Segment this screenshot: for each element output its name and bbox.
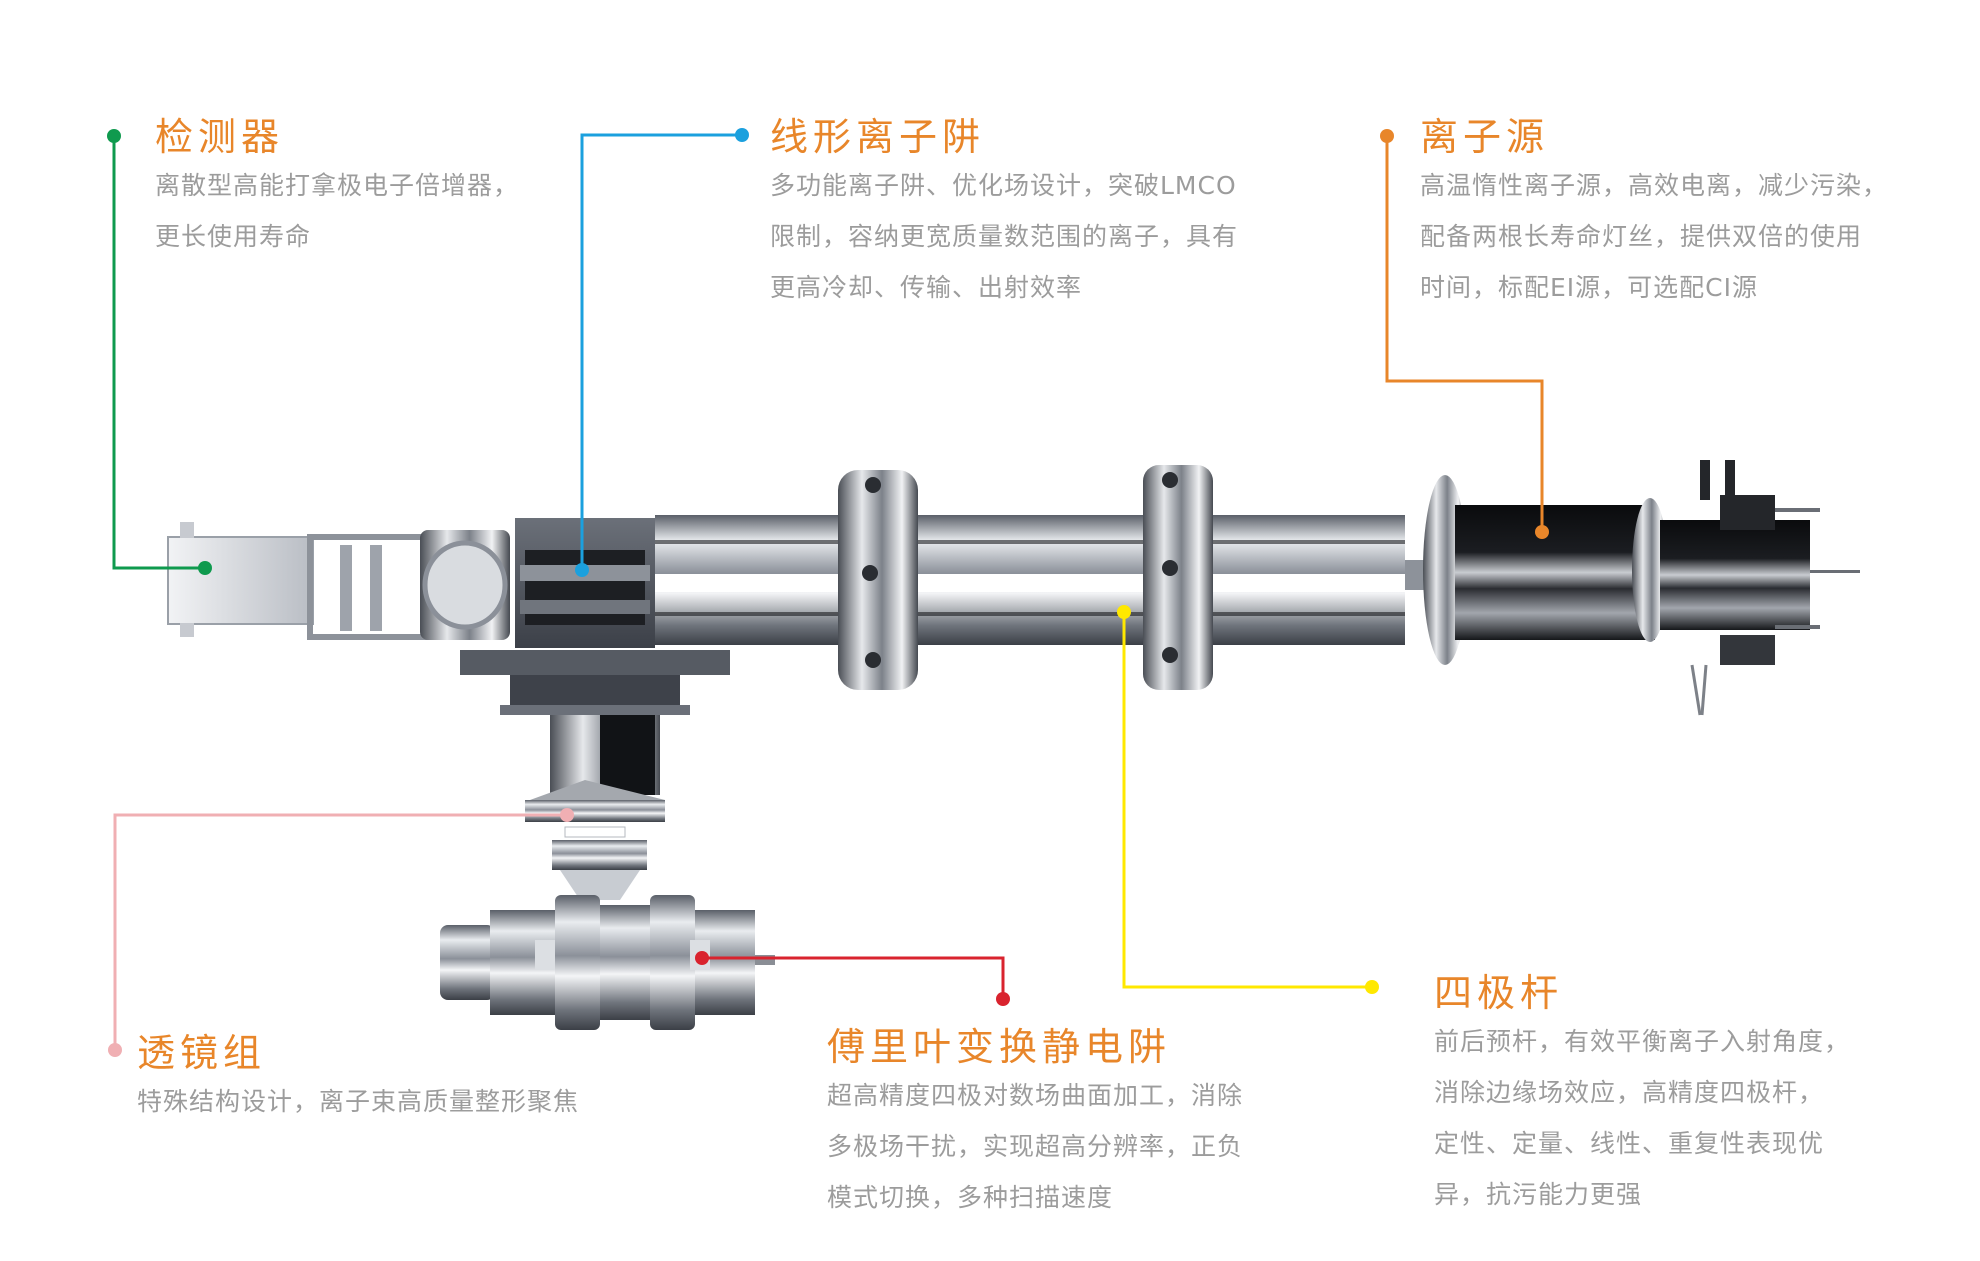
ion-trap-title: 线形离子阱 xyxy=(770,115,986,159)
fourier-desc-line: 多极场干扰，实现超高分辨率，正负 xyxy=(827,1132,1244,1161)
lens-desc-line: 特殊结构设计，离子束高质量整形聚焦 xyxy=(137,1087,580,1116)
ion-trap-callout: 线形离子阱 多功能离子阱、优化场设计，突破LMCO 限制，容纳更宽质量数范围的离… xyxy=(770,114,1238,313)
fourier-dot-end xyxy=(996,992,1010,1006)
detector-callout: 检测器 离散型高能打拿极电子倍增器， 更长使用寿命 xyxy=(155,114,519,262)
lens-callout: 透镜组 特殊结构设计，离子束高质量整形聚焦 xyxy=(137,1030,579,1127)
quadrupole-title: 四极杆 xyxy=(1434,971,1564,1015)
quadrupole-desc-line: 异，抗污能力更强 xyxy=(1434,1180,1643,1209)
fourier-trap-part xyxy=(440,895,775,1030)
ion-trap-desc-line: 多功能离子阱、优化场设计，突破LMCO xyxy=(770,171,1237,200)
lens-leader-line xyxy=(113,813,567,1050)
ion-source-desc-line: 配备两根长寿命灯丝，提供双倍的使用 xyxy=(1420,222,1863,251)
ion-source-dot-target xyxy=(1535,525,1549,539)
ion-source-desc-line: 时间，标配EI源，可选配CI源 xyxy=(1420,273,1758,302)
fourier-desc-line: 超高精度四极对数场曲面加工，消除 xyxy=(827,1081,1244,1110)
ion-source-callout: 离子源 高温惰性离子源，高效电离，减少污染， 配备两根长寿命灯丝，提供双倍的使用… xyxy=(1420,114,1888,313)
fourier-leader-line xyxy=(702,956,1005,999)
ion-source-part xyxy=(1423,460,1860,716)
fourier-title: 傅里叶变换静电阱 xyxy=(827,1025,1172,1069)
quadrupole-leader-line xyxy=(1122,612,1372,989)
detector-dot-top xyxy=(107,129,121,143)
ion-source-leader-line xyxy=(1385,136,1544,532)
lens-title: 透镜组 xyxy=(137,1031,267,1075)
detector-dot-target xyxy=(198,561,212,575)
ion-trap-part xyxy=(460,518,730,715)
lens-dot-target xyxy=(560,808,574,822)
lens-stack-part xyxy=(525,715,665,900)
ion-trap-dot-top xyxy=(735,128,749,142)
quadrupole-dot-target xyxy=(1117,605,1131,619)
ion-trap-leader-line xyxy=(580,133,742,570)
quadrupole-desc-line: 消除边缘场效应，高精度四极杆， xyxy=(1434,1078,1825,1107)
ion-source-dot-top xyxy=(1380,129,1394,143)
ion-trap-desc-line: 限制，容纳更宽质量数范围的离子，具有 xyxy=(770,222,1239,251)
ion-trap-dot-target xyxy=(575,563,589,577)
detector-part xyxy=(167,522,510,640)
ion-trap-desc-line: 更高冷却、传输、出射效率 xyxy=(770,273,1083,302)
fourier-dot-target xyxy=(695,951,709,965)
quadrupole-callout: 四极杆 前后预杆，有效平衡离子入射角度， 消除边缘场效应，高精度四极杆， 定性、… xyxy=(1434,970,1850,1220)
support-rings xyxy=(838,465,1213,690)
detector-desc-line: 更长使用寿命 xyxy=(155,222,312,251)
detector-desc-line: 离散型高能打拿极电子倍增器， xyxy=(155,171,520,200)
ion-source-title: 离子源 xyxy=(1420,115,1550,159)
detector-leader-line xyxy=(112,136,205,570)
quadrupole-desc-line: 定性、定量、线性、重复性表现优 xyxy=(1434,1129,1825,1158)
fourier-callout: 傅里叶变换静电阱 超高精度四极对数场曲面加工，消除 多极场干扰，实现超高分辨率，… xyxy=(827,1024,1243,1223)
detector-title: 检测器 xyxy=(155,115,285,159)
ion-source-desc-line: 高温惰性离子源，高效电离，减少污染， xyxy=(1420,171,1889,200)
quadrupole-dot-end xyxy=(1365,980,1379,994)
fourier-desc-line: 模式切换，多种扫描速度 xyxy=(827,1183,1114,1212)
quadrupole-rods xyxy=(655,515,1445,645)
lens-dot-end xyxy=(108,1043,122,1057)
quadrupole-desc-line: 前后预杆，有效平衡离子入射角度， xyxy=(1434,1027,1851,1056)
